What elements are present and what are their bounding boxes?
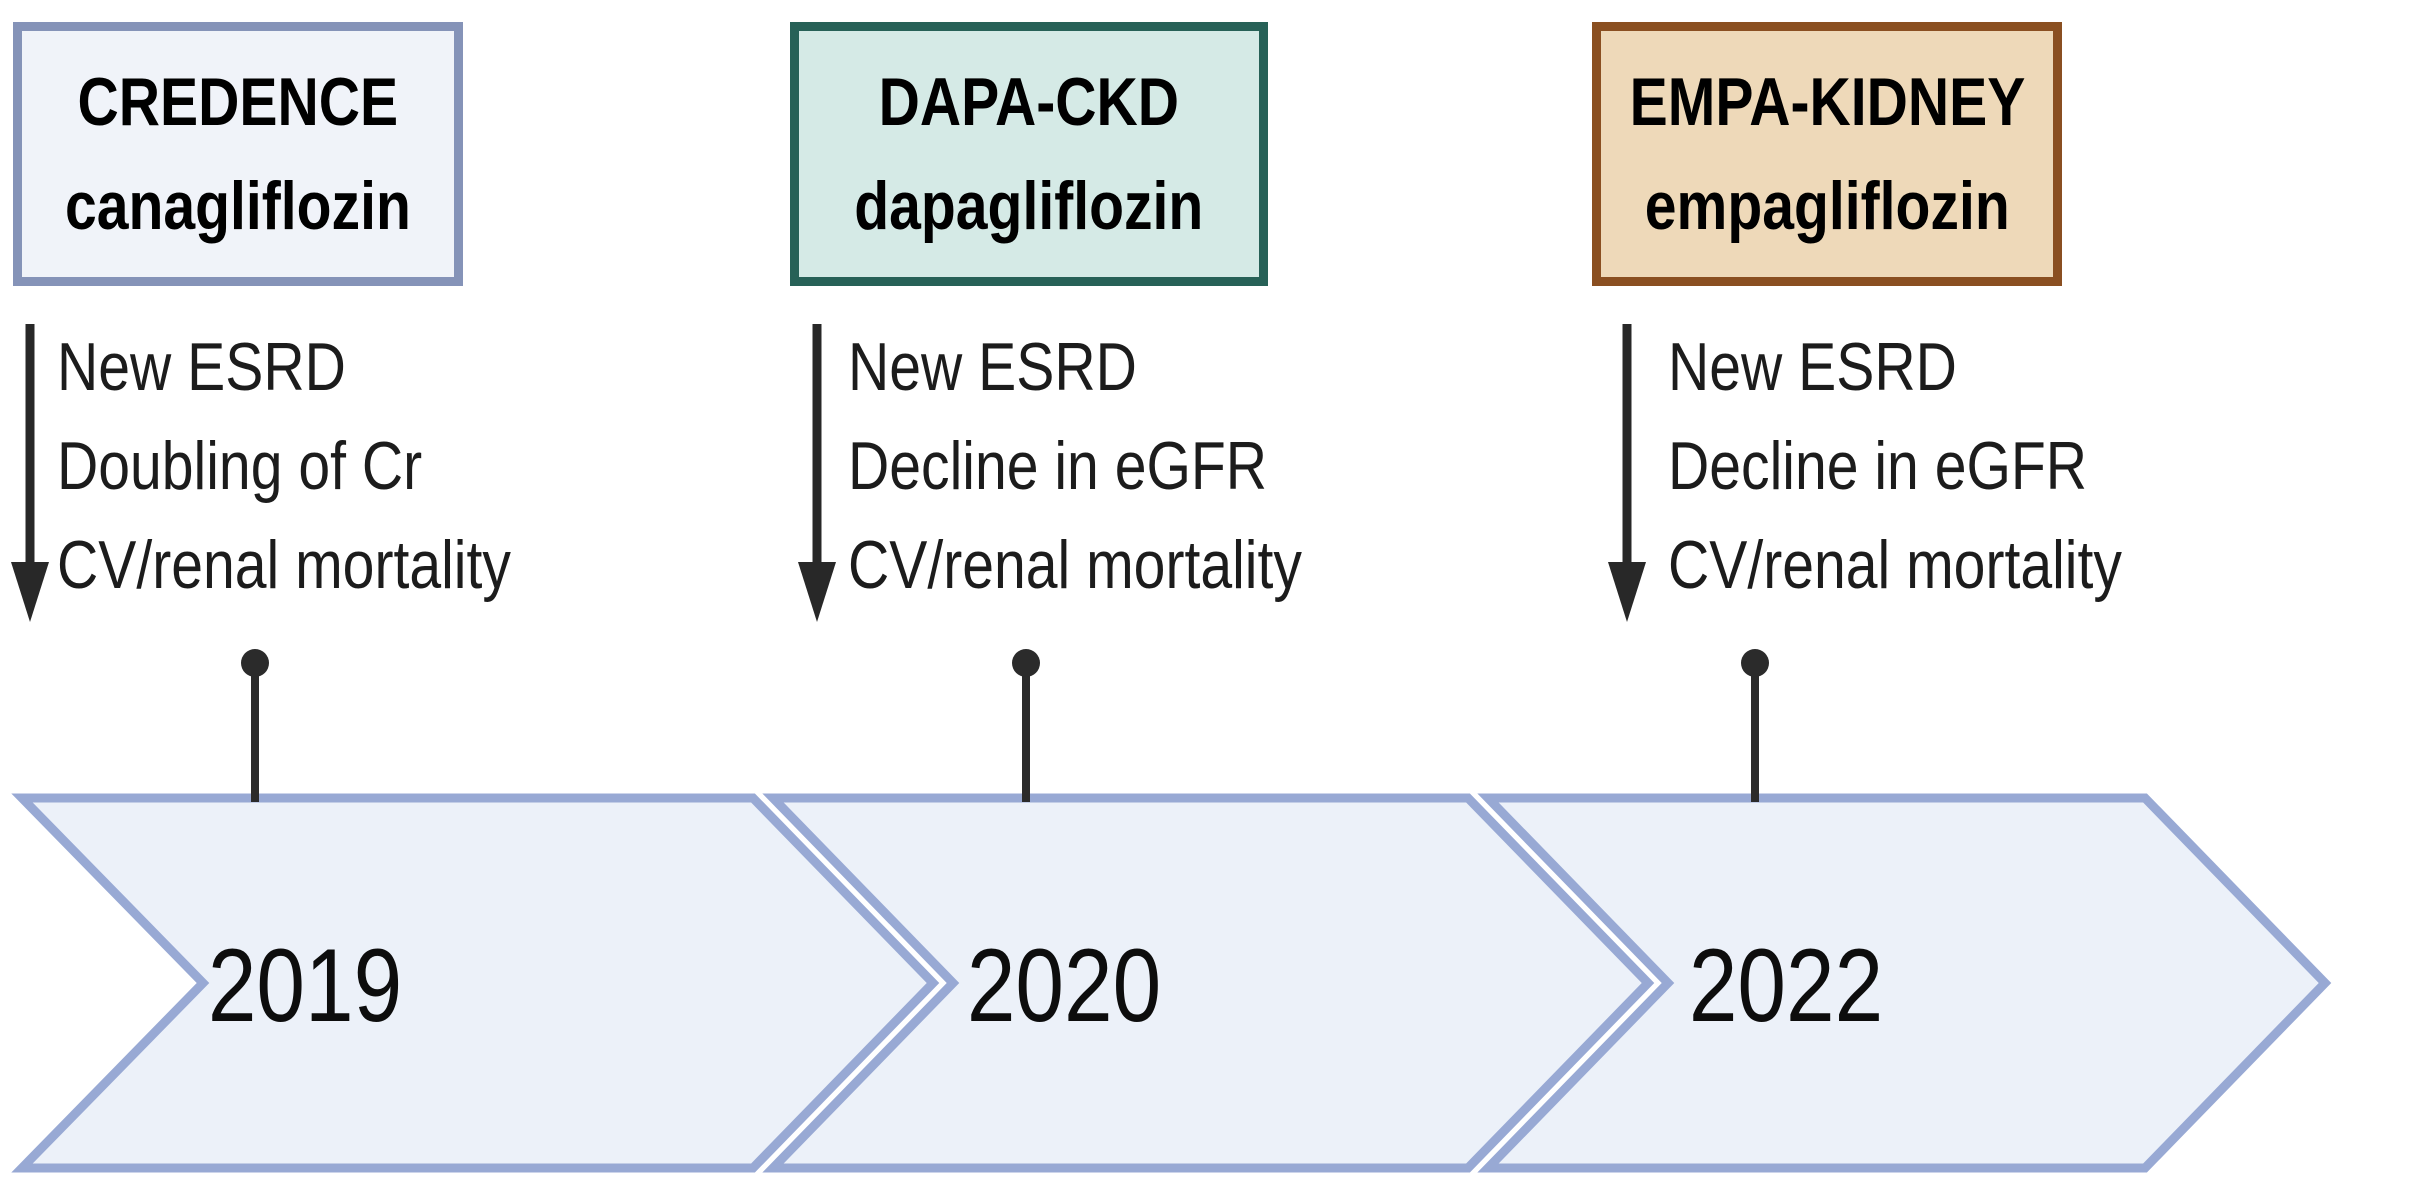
outcome-item: CV/renal mortality <box>1668 527 2122 603</box>
outcome-item: CV/renal mortality <box>848 527 1302 603</box>
event-pin-2022 <box>1741 649 1769 802</box>
trial-name: CREDENCE <box>77 64 399 140</box>
outcome-list-dapa-ckd: New ESRD Decline in eGFR CV/renal mortal… <box>848 318 1388 615</box>
outcome-item: New ESRD <box>57 329 346 405</box>
year-label-2022: 2022 <box>1689 928 1883 1044</box>
trial-name: DAPA-CKD <box>878 64 1180 140</box>
outcome-item: Decline in eGFR <box>1668 428 2088 504</box>
outcome-item: Decline in eGFR <box>848 428 1268 504</box>
down-arrow-icon <box>1608 324 1646 622</box>
trial-box-dapa-ckd: DAPA-CKD dapagliflozin <box>790 22 1268 286</box>
outcome-item: Doubling of Cr <box>57 428 423 504</box>
year-label-2019: 2019 <box>208 928 402 1044</box>
outcome-list-credence: New ESRD Doubling of Cr CV/renal mortali… <box>57 318 597 615</box>
outcome-list-empa-kidney: New ESRD Decline in eGFR CV/renal mortal… <box>1668 318 2208 615</box>
timeline-segment-2020 <box>762 793 1655 1173</box>
trial-name: EMPA-KIDNEY <box>1629 64 2025 140</box>
timeline-segment-2019 <box>11 793 940 1173</box>
timeline-segment-2022 <box>1477 793 2332 1173</box>
year-label-2020: 2020 <box>967 928 1161 1044</box>
trial-drug: empagliflozin <box>1644 168 2010 244</box>
down-arrow-icon <box>11 324 49 622</box>
trial-drug: canagliflozin <box>65 168 411 244</box>
down-arrow-icon <box>798 324 836 622</box>
outcome-item: New ESRD <box>848 329 1137 405</box>
event-pin-2020 <box>1012 649 1040 802</box>
outcome-item: New ESRD <box>1668 329 1957 405</box>
trial-box-empa-kidney: EMPA-KIDNEY empagliflozin <box>1592 22 2062 286</box>
event-pin-2019 <box>241 649 269 802</box>
outcome-item: CV/renal mortality <box>57 527 511 603</box>
trial-box-credence: CREDENCE canagliflozin <box>13 22 463 286</box>
trial-drug: dapagliflozin <box>854 168 1204 244</box>
